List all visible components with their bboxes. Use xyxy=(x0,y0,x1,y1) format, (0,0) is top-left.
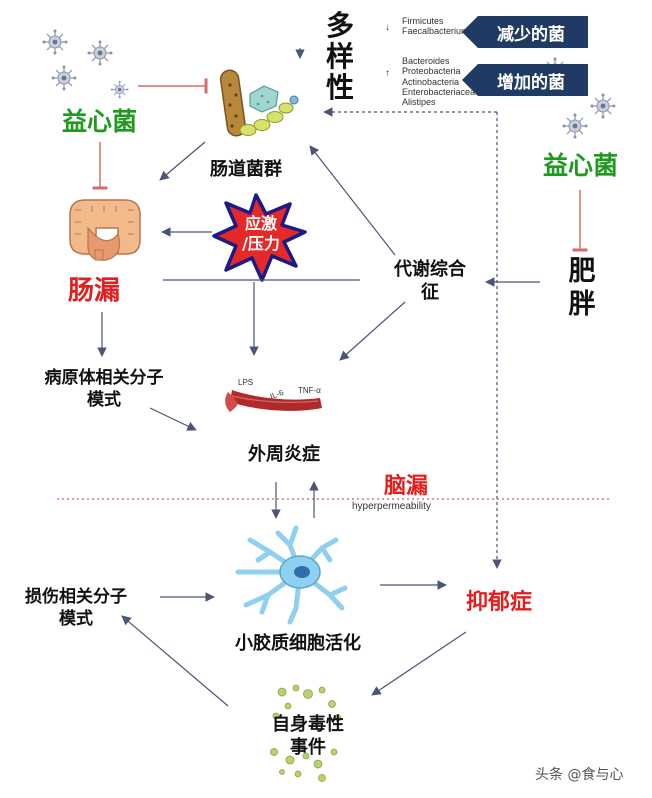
toxic-particles-icon xyxy=(270,684,342,782)
taxon: Enterobacteriaceae xyxy=(402,87,481,98)
causal-arrows xyxy=(97,48,540,707)
bacteria-cluster-icon xyxy=(219,69,299,137)
leaky-gut-label: 肠漏 xyxy=(68,276,121,306)
damp-line: 损伤相关分子 xyxy=(25,587,127,607)
dotted-path xyxy=(323,107,502,569)
probiotic-right-label: 益心菌 xyxy=(543,151,619,180)
decreased-badge-shape xyxy=(462,16,588,48)
decreased-taxa: Firmicutes Faecalbacterium xyxy=(402,16,469,37)
blood-vessel-icon xyxy=(225,390,322,412)
increased-badge: 增加的菌 xyxy=(497,72,565,93)
autotoxic-events-label: 自身毒性 事件 xyxy=(256,713,360,759)
obesity-char: 胖 xyxy=(568,289,596,320)
taxon: Bacteroides xyxy=(402,56,450,66)
watermark: 头条 @食与心 xyxy=(535,767,624,784)
increased-taxa: Bacteroides Proteobacteria Actinobacteri… xyxy=(402,56,480,108)
metabolic-syndrome-label: 代谢综合 征 xyxy=(380,258,480,304)
inhibition-lines xyxy=(92,78,588,252)
diversity-char: 样 xyxy=(325,40,354,73)
decreased-badge: 减少的菌 xyxy=(497,24,565,45)
decreased-arrow: ↓ xyxy=(385,22,390,33)
autotoxic-line: 自身毒性 xyxy=(272,714,344,735)
diversity-char: 多 xyxy=(325,9,354,42)
increased-arrow: ↑ xyxy=(385,68,390,79)
obesity-label: 肥 胖 xyxy=(562,255,602,321)
hyperpermeability-label: hyperpermeability xyxy=(352,501,431,512)
diversity-char: 性 xyxy=(325,71,354,104)
metabolic-line: 代谢综合 xyxy=(394,259,466,280)
intestine-icon xyxy=(69,199,141,261)
taxon: Alistipes xyxy=(402,97,436,108)
diversity-label: 多 样 性 xyxy=(322,10,358,103)
damp-label: 损伤相关分子 模式 xyxy=(8,586,144,630)
lps-label: LPS xyxy=(238,378,254,387)
microglia-cell-icon xyxy=(235,525,348,625)
taxon: Faecalbacterium xyxy=(402,26,469,37)
peripheral-inflammation-label: 外周炎症 xyxy=(248,444,320,465)
increased-badge-shape xyxy=(462,64,588,96)
metabolic-line: 征 xyxy=(421,282,439,303)
virus-icon xyxy=(41,28,129,99)
taxon: Actinobacteria xyxy=(402,76,460,87)
stress-line: 应激 xyxy=(244,214,277,233)
stress-line: /压力 xyxy=(242,234,280,253)
obesity-char: 肥 xyxy=(568,256,596,287)
microbiota-label: 肠道菌群 xyxy=(210,159,282,180)
autotoxic-line: 事件 xyxy=(290,737,326,758)
pamp-line: 模式 xyxy=(87,390,121,410)
damp-line: 模式 xyxy=(59,609,93,629)
leaky-brain-label: 脑漏 xyxy=(384,474,429,499)
pamp-label: 病原体相关分子 模式 xyxy=(28,367,180,411)
tnf-label: TNF-α xyxy=(298,386,321,395)
stress-label: 应激 /压力 xyxy=(231,214,291,254)
taxon: Proteobacteria xyxy=(402,66,461,77)
microglia-activation-label: 小胶质细胞活化 xyxy=(235,633,361,654)
depression-label: 抑郁症 xyxy=(466,590,533,615)
probiotic-left-label: 益心菌 xyxy=(62,107,138,136)
taxon: Firmicutes xyxy=(402,16,444,26)
pamp-line: 病原体相关分子 xyxy=(44,368,164,388)
